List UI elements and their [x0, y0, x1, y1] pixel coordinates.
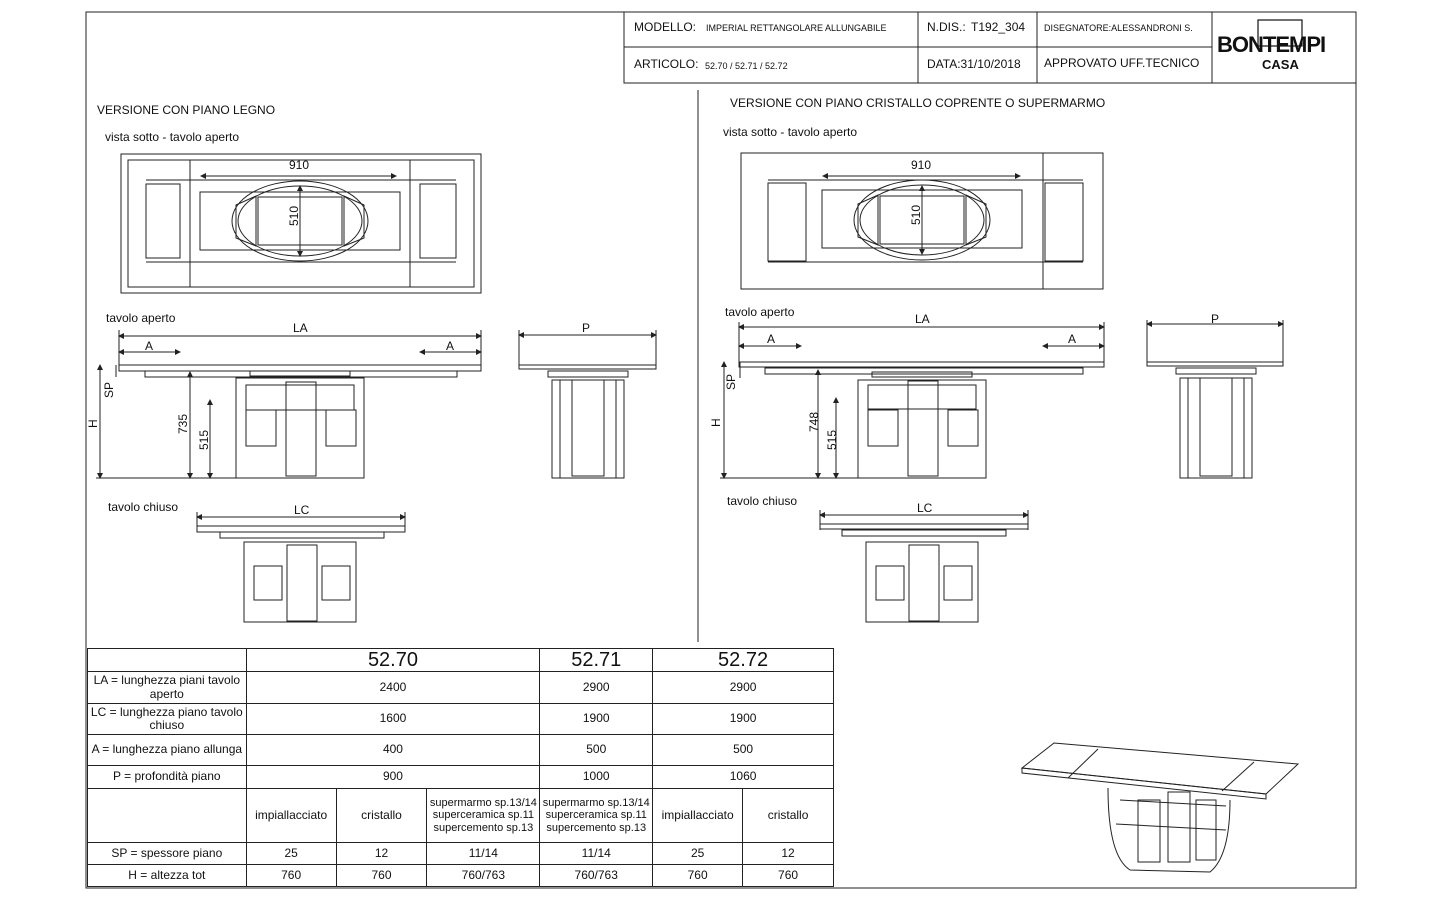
right-view-closed: tavolo chiuso [727, 494, 798, 508]
left-dim-a2: A [446, 339, 455, 353]
row-h-2: 760 [335, 864, 428, 887]
row-h-4: 760/763 [539, 864, 654, 887]
left-dim-735: 735 [176, 413, 190, 434]
right-open-front-view [720, 322, 1105, 479]
disegnatore: DISEGNATORE:ALESSANDRONI S. [1044, 23, 1193, 33]
logo-sub: CASA [1262, 57, 1299, 72]
logo-main: BONTEMPI [1217, 32, 1326, 57]
row-p-v1: 900 [245, 765, 541, 789]
row-sp-5: 25 [652, 842, 744, 865]
right-section-title: VERSIONE CON PIANO CRISTALLO COPRENTE O … [730, 96, 1106, 110]
row-a-v3: 500 [652, 734, 834, 766]
right-dim-la: LA [915, 312, 930, 326]
left-section-title: VERSIONE CON PIANO LEGNO [97, 103, 276, 117]
row-a-v1: 400 [245, 734, 541, 766]
right-dim-748: 748 [807, 411, 821, 432]
right-closed-front-view [819, 510, 1029, 623]
row-sp-2: 12 [335, 842, 428, 865]
row-h-5: 760 [652, 864, 744, 887]
bontempi-logo [1257, 19, 1303, 47]
finish-3: supermarmo sp.13/14 superceramica sp.11 … [426, 788, 541, 843]
row-la-v1: 2400 [245, 671, 541, 704]
row-lc-v2: 1900 [539, 703, 654, 735]
articolo-value: 52.70 / 52.71 / 52.72 [705, 61, 788, 71]
row-h-3: 760/763 [426, 864, 541, 887]
finish-4: supermarmo sp.13/14 superceramica sp.11 … [539, 788, 654, 843]
row-p-v3: 1060 [652, 765, 834, 789]
ndis-value: T192_304 [971, 20, 1026, 34]
finish-empty [87, 788, 247, 843]
finish-1: impiallacciato [245, 788, 337, 843]
perspective-view [1020, 742, 1300, 873]
right-dim-a1: A [767, 332, 776, 346]
spec-table: 52.70 52.71 52.72 LA = lunghezza piani t… [87, 648, 834, 887]
right-view-open: tavolo aperto [725, 305, 795, 319]
row-h-6: 760 [742, 864, 834, 887]
row-h-label: H = altezza tot [87, 864, 247, 887]
row-a-v2: 500 [539, 734, 654, 766]
right-view-bottom: vista sotto - tavolo aperto [723, 125, 858, 139]
right-dim-p: P [1211, 312, 1220, 326]
row-p-v2: 1000 [539, 765, 654, 789]
row-la-label: LA = lunghezza piani tavolo aperto [87, 671, 247, 704]
left-dim-a1: A [145, 339, 154, 353]
ndis-label: N.DIS.: [927, 20, 966, 34]
finish-5: impiallacciato [652, 788, 744, 843]
finish-6: cristallo [742, 788, 834, 843]
left-open-front-view [96, 330, 482, 479]
right-dim-lc: LC [917, 501, 933, 515]
row-lc-label: LC = lunghezza piano tavolo chiuso [87, 703, 247, 735]
right-bottom-view [740, 152, 1104, 290]
right-dim-510: 510 [909, 204, 923, 225]
row-p-label: P = profondità piano [87, 765, 247, 789]
left-view-bottom: vista sotto - tavolo aperto [105, 130, 240, 144]
row-sp-6: 12 [742, 842, 834, 865]
data: DATA:31/10/2018 [927, 57, 1021, 71]
right-dim-sp: SP [724, 373, 738, 390]
model-52-71: 52.71 [539, 648, 654, 672]
row-la-v3: 2900 [652, 671, 834, 704]
left-dim-510: 510 [287, 205, 301, 226]
left-dim-515: 515 [197, 429, 211, 450]
left-dim-sp: SP [102, 381, 116, 398]
row-sp-1: 25 [245, 842, 337, 865]
modello-value: IMPERIAL RETTANGOLARE ALLUNGABILE [706, 23, 887, 33]
row-sp-4: 11/14 [539, 842, 654, 865]
row-h-1: 760 [245, 864, 337, 887]
finish-2: cristallo [335, 788, 428, 843]
row-lc-v1: 1600 [245, 703, 541, 735]
row-la-v2: 2900 [539, 671, 654, 704]
row-lc-v3: 1900 [652, 703, 834, 735]
right-dim-910: 910 [911, 158, 932, 172]
right-dim-a2: A [1068, 332, 1077, 346]
right-dim-h: H [709, 418, 723, 427]
left-dim-la: LA [293, 321, 308, 335]
modello-label: MODELLO: [634, 20, 697, 34]
row-a-label: A = lunghezza piano allunga [87, 734, 247, 766]
approvato: APPROVATO UFF.TECNICO [1044, 56, 1200, 70]
left-closed-front-view [196, 512, 406, 623]
row-sp-label: SP = spessore piano [87, 842, 247, 865]
left-view-closed: tavolo chiuso [108, 500, 179, 514]
articolo-label: ARTICOLO: [634, 57, 699, 71]
left-side-view [518, 330, 657, 479]
model-52-70: 52.70 [245, 648, 541, 672]
model-52-72: 52.72 [652, 648, 834, 672]
left-view-open: tavolo aperto [106, 311, 176, 325]
left-dim-lc: LC [294, 503, 310, 517]
right-side-view [1146, 320, 1284, 479]
left-bottom-view [120, 153, 482, 294]
left-dim-h: H [86, 419, 100, 428]
left-dim-910: 910 [289, 158, 310, 172]
row-sp-3: 11/14 [426, 842, 541, 865]
header-empty [87, 648, 247, 672]
right-dim-515: 515 [825, 429, 839, 450]
left-dim-p: P [582, 321, 591, 335]
